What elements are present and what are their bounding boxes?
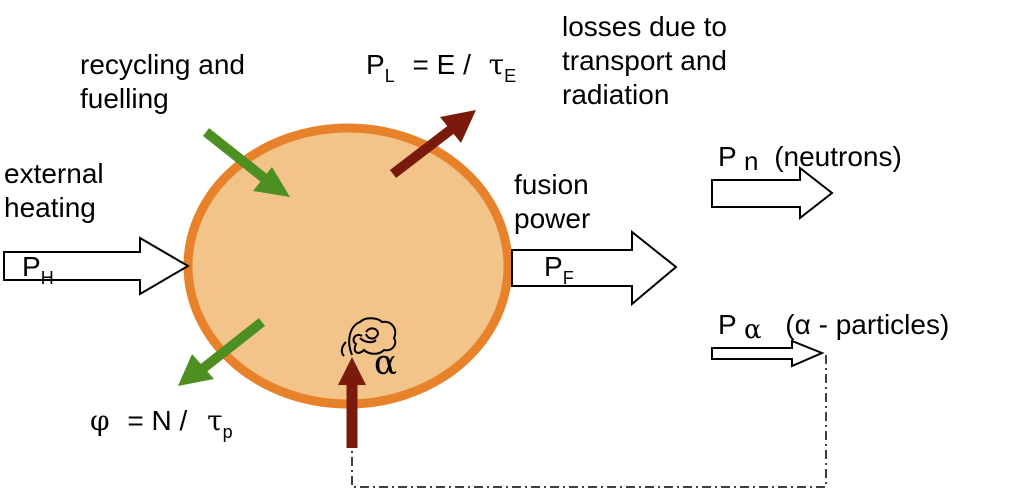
alpha-power-arrow <box>711 339 825 368</box>
tau-e-subscript: E <box>504 66 517 86</box>
recycling-line-2: fuelling <box>80 83 169 114</box>
energy-loss-arrow <box>389 110 476 178</box>
pl-equals: = E / <box>412 49 471 80</box>
losses-line-2: transport and <box>562 45 727 76</box>
fuelling-arrow <box>202 128 290 197</box>
pf-label: PF <box>544 250 574 288</box>
external-line-2: heating <box>4 192 96 223</box>
pl-formula: PL = E / τE <box>366 48 517 86</box>
pf-subscript: F <box>562 268 574 288</box>
pn-label: P n (neutrons) <box>718 140 902 176</box>
ph-label: PH <box>22 250 54 288</box>
tau-p-symbol: τ <box>207 404 223 437</box>
losses-line-3: radiation <box>562 79 670 110</box>
particle-loss-arrow <box>178 318 266 386</box>
fusion-power-label: fusion power <box>514 168 590 236</box>
alpha-heating-arrow <box>338 357 366 448</box>
phi-symbol: φ <box>90 404 110 437</box>
fusion-line-1: fusion <box>514 169 589 200</box>
palpha-description: (α - particles) <box>785 309 950 340</box>
fusion-power-arrow <box>511 229 678 307</box>
alpha-mark: α <box>374 346 397 380</box>
plasma-ellipse <box>183 123 513 409</box>
external-heating-arrow <box>3 236 190 296</box>
alpha-mark-symbol: α <box>374 343 397 383</box>
palpha-symbol: P <box>718 309 737 340</box>
ph-subscript: H <box>40 268 54 288</box>
pn-description: (neutrons) <box>774 141 902 172</box>
neutron-power-arrow <box>711 165 834 221</box>
alpha-particle-scribble <box>340 317 397 357</box>
pn-symbol: P <box>718 141 737 172</box>
alpha-feedback-dashed-line <box>351 355 827 488</box>
recycling-label: recycling and fuelling <box>80 48 245 116</box>
pf-symbol: P <box>544 251 563 282</box>
pl-subscript: L <box>384 66 395 86</box>
losses-line-1: losses due to <box>562 11 727 42</box>
pl-symbol: P <box>366 49 385 80</box>
phi-formula: φ = N / τp <box>90 404 233 442</box>
palpha-label: P α (α - particles) <box>718 308 950 345</box>
pn-subscript: n <box>743 146 759 176</box>
palpha-subscript: α <box>743 315 762 345</box>
recycling-line-1: recycling and <box>80 49 245 80</box>
tau-p-subscript: p <box>222 422 233 442</box>
tau-e-symbol: τ <box>488 48 505 81</box>
ph-symbol: P <box>22 251 41 282</box>
fusion-line-2: power <box>514 203 591 234</box>
external-heating-label: external heating <box>4 157 104 225</box>
external-line-1: external <box>4 158 104 189</box>
phi-equals: = N / <box>127 405 188 436</box>
losses-label: losses due to transport and radiation <box>562 10 727 112</box>
